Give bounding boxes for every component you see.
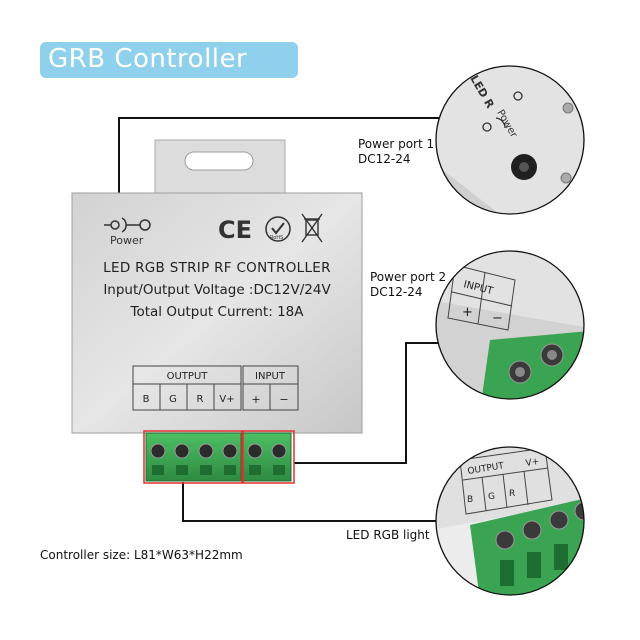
output-header: OUTPUT [167,371,209,382]
power-port-2-label: Power port 2 DC12-24 [370,270,446,300]
output-pin-v: V+ [219,394,234,405]
detail-output-pin-v: V+ [525,457,540,469]
power-port-1-spec: DC12-24 [358,152,411,166]
detail-power-port-2: INPUT + − [435,250,585,400]
power-port-2-spec: DC12-24 [370,285,423,299]
power-port-1-label: Power port 1 DC12-24 [358,137,434,167]
weee-bin-icon [301,213,323,243]
detail-output-pin-g: G [488,492,495,502]
power-label: Power [110,234,144,247]
output-pin-g: G [169,394,177,405]
led-light-name: LED RGB light [346,528,430,542]
input-pin-plus: + [251,393,260,406]
mounting-tab [154,139,286,199]
detail-led-output: OUTPUT V+ B G R [435,446,585,596]
voltage-text: Input/Output Voltage :DC12V/24V [103,282,331,298]
ce-mark: CE [218,216,252,244]
input-header: INPUT [255,371,286,382]
output-terminal-block [145,432,242,482]
input-pin-minus: − [279,393,288,406]
product-name-text: LED RGB STRIP RF CONTROLLER [103,260,331,276]
input-terminal-block [242,432,292,482]
controller-housing [71,192,363,434]
detail-input-pin-minus: − [492,311,503,326]
power-port-2-name: Power port 2 [370,270,447,284]
callout-lines [118,117,440,522]
controller-size-text: Controller size: L81*W63*H22mm [40,548,243,562]
input-highlight-box [242,430,295,484]
power-plug-icon [104,217,151,233]
rohs-icon: RoHS [265,216,291,242]
detail-power-port-1: Power LED R [435,65,585,215]
power-port-1-name: Power port 1 [358,137,435,151]
output-highlight-box [143,430,243,484]
current-text: Total Output Current: 18A [130,304,305,320]
output-pin-b: B [143,394,150,405]
page-title: GRB Controller [48,44,248,74]
detail-output-pin-b: B [467,495,473,505]
output-pin-r: R [197,394,204,405]
terminal-label-panel [132,365,299,411]
rohs-label: RoHS [270,235,283,241]
detail-output-pin-r: R [509,489,515,499]
led-light-label: LED RGB light [346,528,430,543]
detail-input-pin-plus: + [462,305,473,320]
title-banner [40,42,298,78]
